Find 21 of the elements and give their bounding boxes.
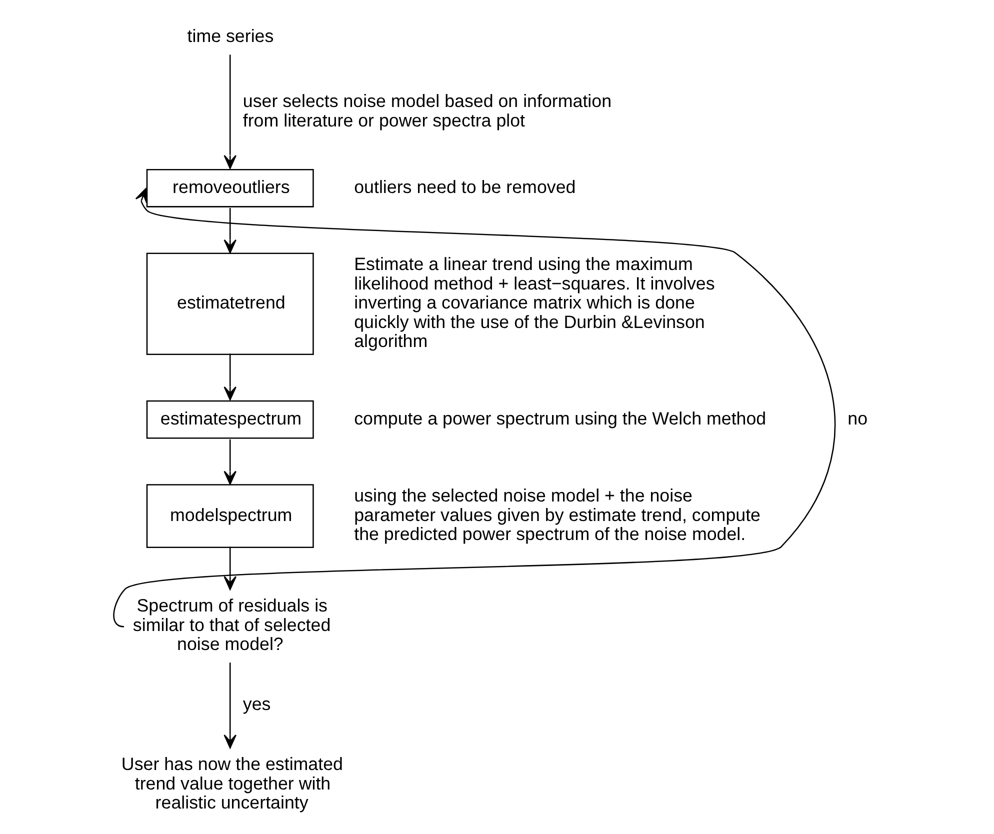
- node-text: Spectrum of residuals is similar to that of selected noise model?: [132, 596, 331, 654]
- node-text: User has now the estimated trend value together with realistic uncertainty: [121, 754, 343, 812]
- node-label: compute a power spectrum using the Welch method: [354, 408, 766, 428]
- node-box: modelspectrum: [146, 484, 314, 548]
- node-label: outliers need to be removed: [354, 176, 576, 197]
- edge-label: user selects noise model based on information from literature or power spectra plot: [242, 91, 612, 130]
- arrow: [224, 208, 236, 254]
- arrow: [224, 546, 236, 590]
- edge-label: no: [848, 408, 868, 428]
- node-box: removeoutliers: [146, 168, 314, 208]
- arrow: [224, 662, 236, 748]
- node-box: estimatetrend: [146, 252, 314, 355]
- arrow: [113, 188, 836, 628]
- node-text: time series: [187, 26, 274, 46]
- edge-label: yes: [242, 694, 271, 714]
- arrow: [224, 354, 236, 400]
- node-box: estimatespectrum: [146, 400, 314, 439]
- node-label: Estimate a linear trend using the maximum likelihood method + least−squares. It involves inverting a covariance matrix which is done quickly with the use of the Durbin &Levinson algorithm: [354, 254, 715, 351]
- node-label: using the selected noise model + the noise parameter values given by estimate trend, compute the predicted power spectrum of the noise model.: [354, 486, 760, 544]
- arrow: [224, 54, 236, 169]
- arrow: [224, 439, 236, 485]
